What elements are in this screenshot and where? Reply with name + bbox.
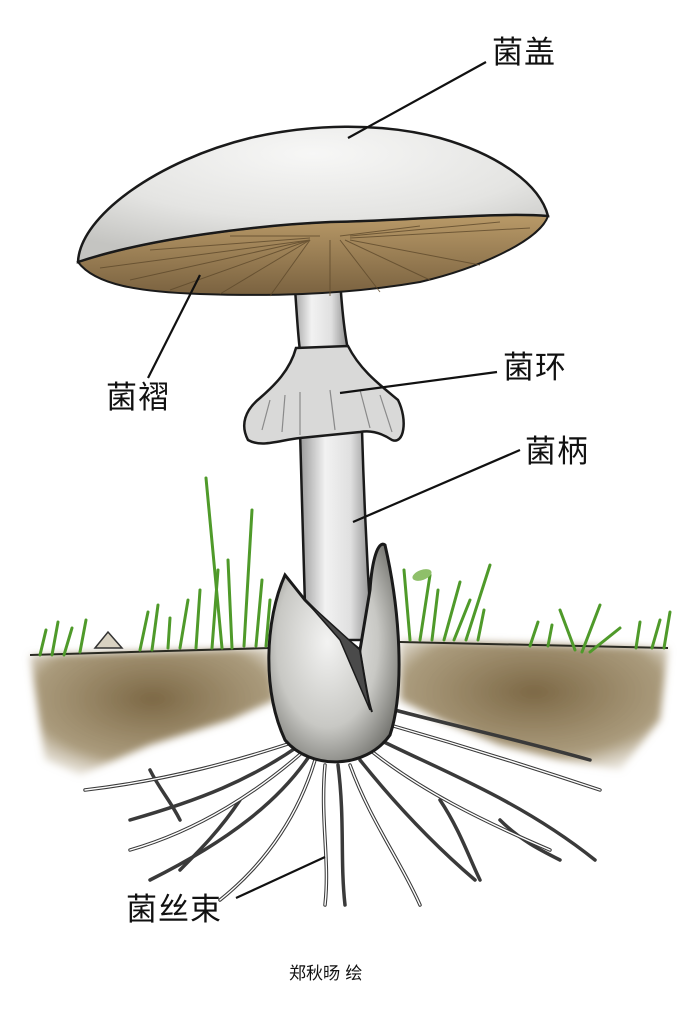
volva [267,542,401,764]
leader-ring [339,370,498,395]
leader-stem [352,448,521,524]
label-rhizomorph: 菌丝束 [126,892,222,928]
ring [243,344,405,445]
label-ring: 菌环 [503,350,567,386]
illustrator-credit: 郑秋旸 绘 [289,964,363,984]
leader-lines [147,61,521,899]
cap [76,125,550,264]
grass [38,476,672,657]
label-cap: 菌盖 [492,35,556,71]
pebble-icon [93,630,124,649]
soil [29,630,669,775]
leader-rhizomorph [235,856,326,899]
leader-gills [147,274,201,379]
label-gills: 菌褶 [106,380,170,416]
label-stem: 菌柄 [525,434,589,470]
leader-cap [347,61,487,139]
